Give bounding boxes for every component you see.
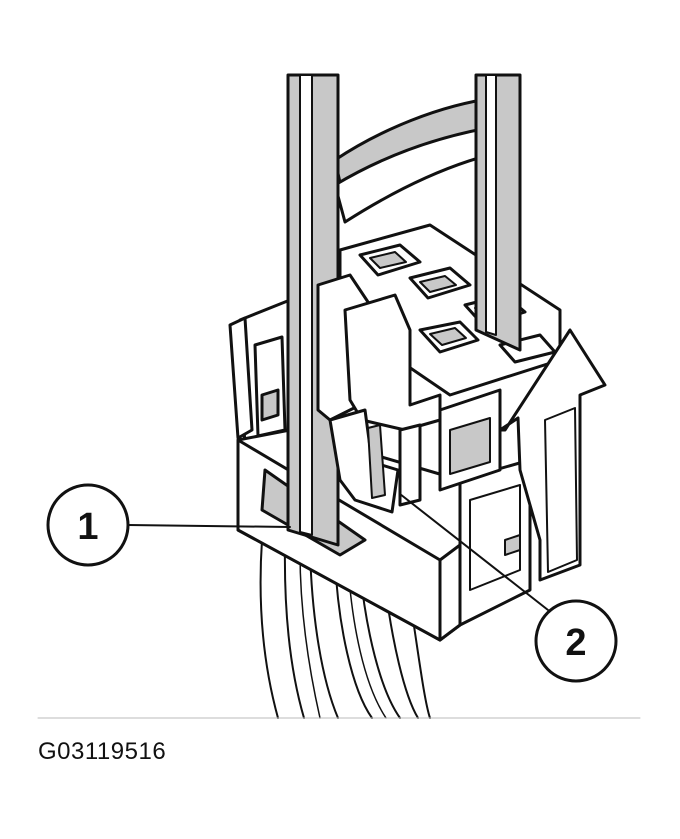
left-clip bbox=[228, 298, 297, 452]
locking-slide bbox=[316, 273, 442, 514]
vertical-rail bbox=[286, 73, 522, 547]
figure-id-label: G03119516 bbox=[38, 738, 167, 765]
callout-1-label: 1 bbox=[77, 506, 98, 548]
callout-1 bbox=[46, 483, 291, 567]
callout-2-label: 2 bbox=[565, 622, 586, 664]
callout-2 bbox=[399, 493, 618, 683]
release-arrow-icon bbox=[498, 328, 607, 582]
